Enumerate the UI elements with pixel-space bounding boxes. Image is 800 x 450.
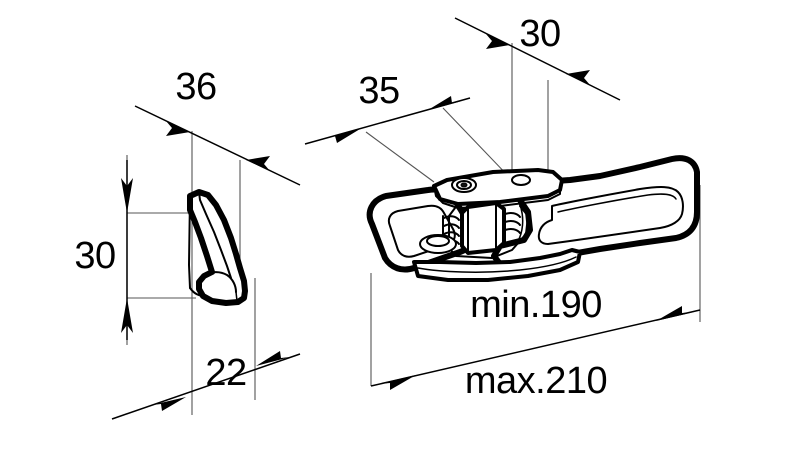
catch-plate-back-bottom: [189, 287, 204, 297]
dim-30-plate-group: 30: [454, 13, 621, 101]
dim-22-label: 22: [205, 352, 246, 394]
catch-plate-hook-edge: [235, 291, 238, 302]
dim-30-height-group: 30: [74, 160, 133, 340]
dim-35-arrow-left: [326, 129, 360, 143]
dim-30-plate-arrow-left: [486, 34, 510, 49]
spring-coil-r1: [504, 212, 521, 218]
dim-30-plate-line: [454, 17, 621, 101]
dim-36-line: [134, 105, 301, 186]
dim-22-arrow-right: [256, 351, 290, 366]
d-ring-inner-hole: [387, 204, 456, 258]
latch-handle-groove-highlight: [557, 193, 677, 213]
spring-coil-2: [443, 223, 460, 229]
dim-30-height-arrow-top: [121, 178, 133, 213]
ext-line-35-right-diagonal: [442, 107, 513, 181]
dim-35-arrow-right: [428, 96, 462, 110]
latch-handle-groove: [537, 186, 684, 245]
dim-36-arrow-left: [166, 121, 190, 136]
catch-plate-hook-curve: [203, 271, 237, 293]
pivot-rivet-center: [460, 182, 468, 188]
spring-coil-r3: [504, 228, 521, 234]
dim-overall-arrow-right: [656, 306, 694, 321]
spring-coils-right: [504, 212, 521, 234]
dim-36-arrow-right: [246, 156, 270, 171]
spring-coil-r2: [504, 220, 521, 226]
center-block-edges: [467, 202, 497, 254]
latch-assembly-view: 35 30 min.190 max.210: [304, 13, 701, 402]
dim-30-plate-label: 30: [519, 13, 560, 55]
latch-assembly-body: [366, 155, 700, 282]
u-bracket-outline: [448, 205, 529, 259]
dim-36-label: 36: [175, 66, 216, 108]
dim-35-label: 35: [358, 70, 399, 112]
catch-plate-view: 36 30 22: [74, 66, 301, 420]
ext-line-35-left-diagonal: [365, 131, 435, 183]
dim-22-group: 22: [111, 351, 301, 420]
latch-base-shell-highlight: [417, 256, 577, 273]
catch-plate-front-ridge: [198, 191, 232, 279]
lower-washer-inner: [426, 235, 450, 247]
spring-coil-1: [443, 215, 460, 221]
catch-plate-body: [187, 189, 248, 306]
catch-plate-tip-edge: [243, 280, 246, 292]
dim-35-group: 35: [304, 70, 471, 145]
dim-overall-line: [370, 309, 701, 387]
dim-30-plate-arrow-right: [566, 70, 590, 85]
dim-overall-group: min.190 max.210: [370, 284, 701, 402]
latch-extension-lines: [365, 43, 701, 386]
dim-22-line: [111, 353, 301, 420]
catch-plate-back-edge: [188, 195, 191, 289]
dim-30-height-label: 30: [74, 235, 115, 277]
spring-coil-3: [443, 231, 460, 237]
dim-36-group: 36: [134, 66, 301, 186]
dim-30-height-arrow-bottom: [121, 298, 133, 333]
dim-min-190-label: min.190: [470, 284, 602, 326]
plate-hole-right: [511, 174, 531, 186]
dim-max-210-label: max.210: [465, 360, 607, 402]
dim-overall-arrow-left: [378, 375, 416, 390]
catch-plate-outline: [187, 189, 248, 306]
dim-22-arrow-left: [152, 397, 186, 411]
